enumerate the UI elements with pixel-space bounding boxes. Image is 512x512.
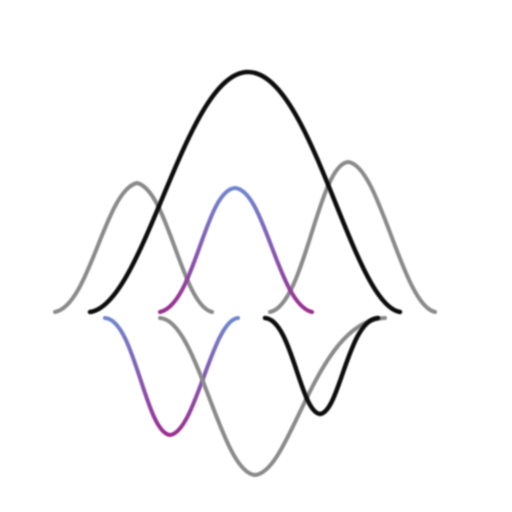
center-purple-bump [158,185,314,314]
left-gray-bump [53,180,214,314]
lower-gray-trough [158,316,387,478]
right-gray-bump [268,159,437,314]
lower-black-trough [262,315,381,417]
center-black-bump [87,69,403,315]
lower-purple-trough [103,316,240,438]
